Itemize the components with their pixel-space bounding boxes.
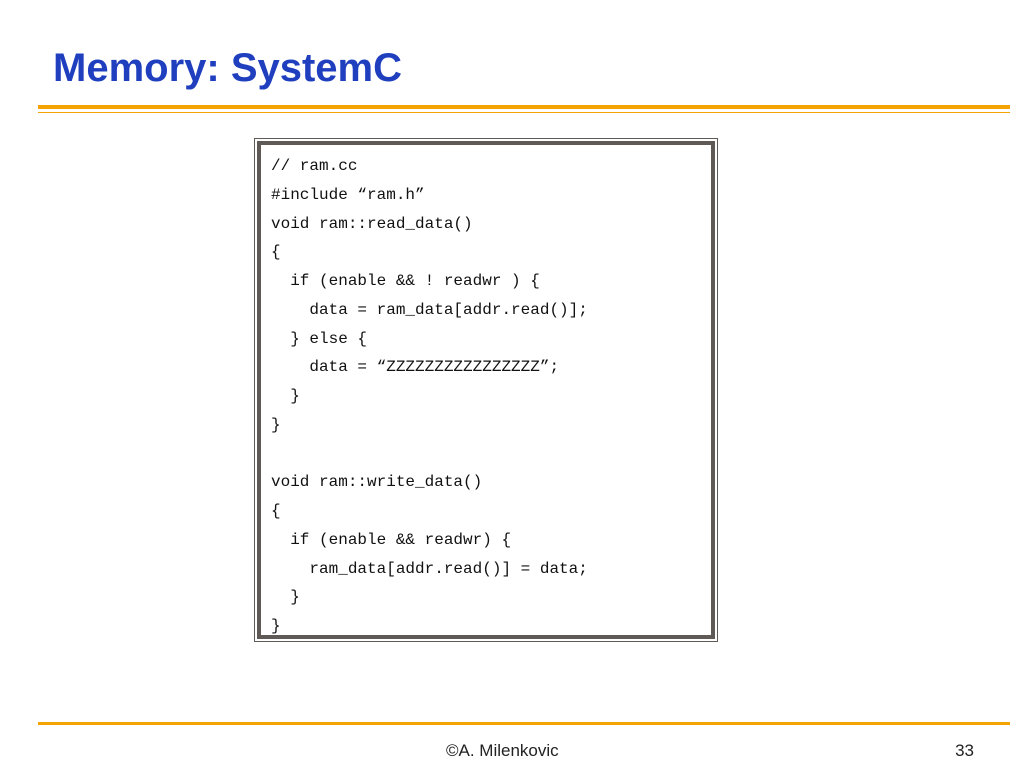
footer-author: ©A. Milenkovic [446, 741, 559, 760]
code-line: if (enable && readwr) { [271, 530, 512, 549]
code-line: if (enable && ! readwr ) { [271, 272, 540, 290]
code-line: } else { [271, 329, 368, 348]
code-line-blank [271, 440, 711, 469]
code-line: void ram::read_data() [271, 214, 473, 233]
page-number: 33 [955, 741, 974, 760]
slide-title: Memory: SystemC [53, 46, 403, 90]
code-line: { [271, 502, 281, 520]
code-listing-frame: // ram.cc #include “ram.h” void ram::rea… [254, 138, 718, 642]
code-line: } [271, 415, 281, 434]
code-line: // ram.cc [271, 157, 358, 175]
code-line: } [271, 617, 281, 635]
code-line: { [271, 243, 281, 262]
code-line: data = “ZZZZZZZZZZZZZZZZ”; [271, 358, 560, 377]
footer-divider [38, 722, 1010, 725]
code-listing: // ram.cc #include “ram.h” void ram::rea… [257, 141, 715, 639]
code-line: } [271, 387, 300, 405]
code-line: void ram::write_data() [271, 473, 483, 492]
code-line: #include “ram.h” [271, 185, 425, 204]
code-line: } [271, 588, 300, 607]
title-divider-thin [38, 112, 1010, 113]
code-line: ram_data[addr.read()] = data; [271, 559, 588, 578]
title-divider-thick [38, 105, 1010, 109]
code-line: data = ram_data[addr.read()]; [271, 300, 588, 319]
